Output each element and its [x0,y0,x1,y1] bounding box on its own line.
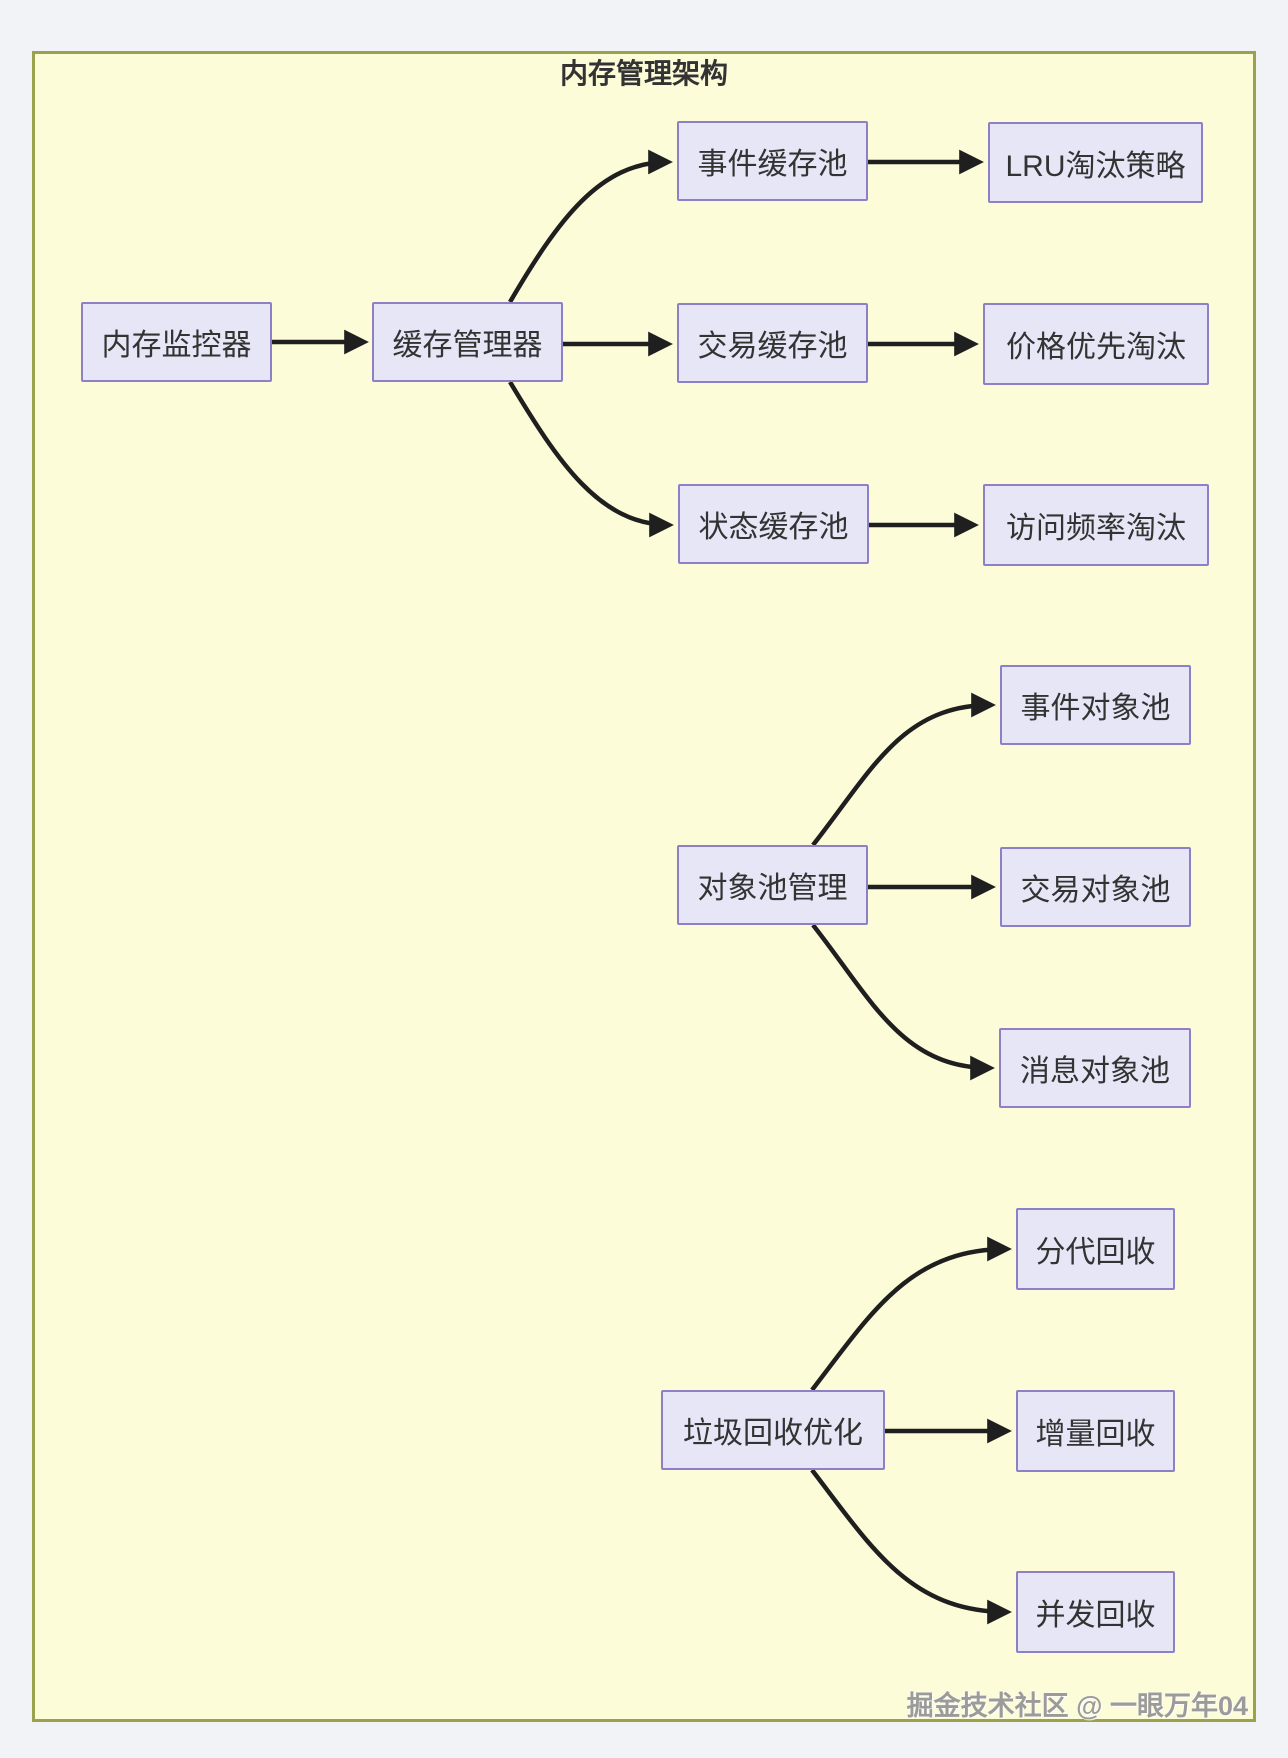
node-trade-cache-pool: 交易缓存池 [677,303,868,383]
node-gc-optimization: 垃圾回收优化 [661,1390,885,1470]
node-memory-monitor: 内存监控器 [81,302,272,382]
node-concurrent-gc: 并发回收 [1016,1571,1175,1653]
node-incremental-gc: 增量回收 [1016,1390,1175,1472]
watermark: 掘金技术社区 @ 一眼万年04 [906,1691,1248,1721]
node-lru-policy: LRU淘汰策略 [988,122,1203,203]
node-generational-gc: 分代回收 [1016,1208,1175,1290]
node-event-cache-pool: 事件缓存池 [677,121,868,201]
node-event-object-pool: 事件对象池 [1000,665,1191,745]
node-trade-object-pool: 交易对象池 [1000,847,1191,927]
node-cache-manager: 缓存管理器 [372,302,563,382]
node-object-pool-mgmt: 对象池管理 [677,845,868,925]
diagram-title: 内存管理架构 [559,58,728,89]
node-access-freq-eviction: 访问频率淘汰 [983,484,1209,566]
node-state-cache-pool: 状态缓存池 [678,484,869,564]
node-message-object-pool: 消息对象池 [999,1028,1191,1108]
node-price-priority-eviction: 价格优先淘汰 [983,303,1209,385]
